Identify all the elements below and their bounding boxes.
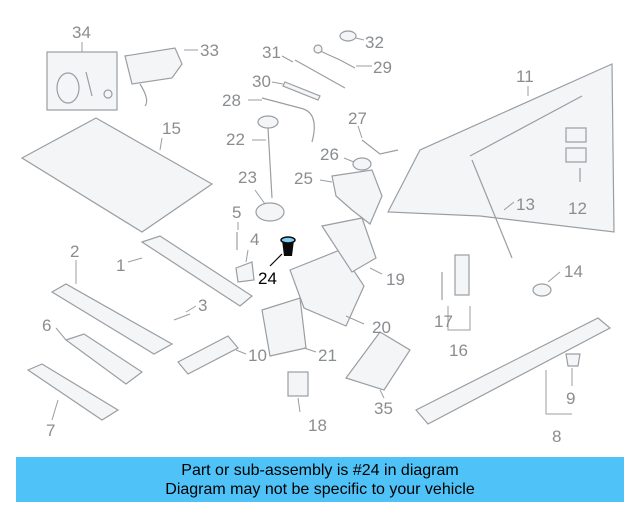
callout-29: 29 <box>373 58 392 77</box>
callout-26: 26 <box>320 145 339 164</box>
part-13-strut <box>471 159 515 259</box>
callout-24-highlighted: 24 <box>258 269 277 288</box>
part-8-reinforcement <box>415 317 612 425</box>
callout-23: 23 <box>238 168 257 187</box>
callout-3: 3 <box>198 296 207 315</box>
callout-6: 6 <box>42 316 51 335</box>
part-4-clip <box>235 249 255 283</box>
callout-10: 10 <box>248 346 267 365</box>
callout-9: 9 <box>566 389 575 408</box>
part-33-compressor <box>124 47 198 107</box>
callout-35: 35 <box>374 399 393 418</box>
part-31-screwdriver <box>281 55 346 89</box>
callout-21: 21 <box>318 346 337 365</box>
callout-32: 32 <box>365 33 384 52</box>
callout-31: 31 <box>262 43 281 62</box>
banner-line-2: Diagram may not be specific to your vehi… <box>165 480 475 498</box>
part-6-rail <box>55 327 144 385</box>
part-21-bracket <box>261 297 317 357</box>
callout-15: 15 <box>162 119 181 138</box>
part-20-bracket <box>289 249 365 327</box>
part-3-screw <box>173 305 197 321</box>
callout-8: 8 <box>552 427 561 446</box>
part-24-highlighted[interactable] <box>269 236 296 267</box>
callout-30: 30 <box>252 72 271 91</box>
part-30-tool <box>271 81 321 101</box>
part-34-kit <box>46 42 118 111</box>
part-26-nut <box>343 157 372 171</box>
part-22-jack <box>252 115 279 199</box>
part-18-block <box>287 371 309 413</box>
part-2-panel <box>50 260 174 355</box>
callout-13: 13 <box>516 195 535 214</box>
part-19-bracket <box>321 217 383 275</box>
callout-34: 34 <box>72 23 91 42</box>
callout-11: 11 <box>516 67 534 86</box>
part-14-grommet <box>532 271 561 297</box>
part-25-bracket <box>319 169 383 225</box>
part-9-stop <box>565 353 581 386</box>
callout-14: 14 <box>564 262 583 281</box>
info-banner: Part or sub-assembly is #24 in diagram D… <box>16 457 624 502</box>
callout-18: 18 <box>308 416 327 435</box>
callout-1: 1 <box>116 256 125 275</box>
callout-19: 19 <box>386 270 405 289</box>
part-16-latch <box>441 254 471 331</box>
callout-7: 7 <box>46 421 55 440</box>
callout-16: 16 <box>449 341 468 360</box>
part-29-wrench <box>313 44 372 69</box>
callout-4: 4 <box>250 230 259 249</box>
part-5-bolt <box>236 222 239 250</box>
part-1-panel <box>127 235 254 307</box>
part-7-rail <box>26 363 120 421</box>
part-12-clips <box>565 127 587 182</box>
callout-2: 2 <box>70 242 79 261</box>
parts-diagram: 34 33 32 31 29 30 28 27 22 26 25 23 15 1… <box>20 23 615 446</box>
part-28-jack-handle <box>248 97 315 143</box>
callout-17: 17 <box>434 312 453 331</box>
callout-5: 5 <box>232 203 241 222</box>
callout-33: 33 <box>200 41 219 60</box>
banner-line-1: Part or sub-assembly is #24 in diagram <box>181 461 459 479</box>
part-35-bracket <box>345 331 411 399</box>
part-10-bracket <box>177 335 247 375</box>
callout-27: 27 <box>348 109 367 128</box>
part-15-floor-board <box>20 117 214 233</box>
callout-20: 20 <box>372 318 391 337</box>
part-23-knob <box>254 189 285 222</box>
callout-22: 22 <box>226 130 245 149</box>
part-32-hook <box>339 30 365 42</box>
callout-12: 12 <box>568 199 587 218</box>
callout-25: 25 <box>294 169 313 188</box>
part-27-brush <box>357 125 399 155</box>
part-11-trunk-lid <box>387 63 615 233</box>
callout-28: 28 <box>222 91 241 110</box>
